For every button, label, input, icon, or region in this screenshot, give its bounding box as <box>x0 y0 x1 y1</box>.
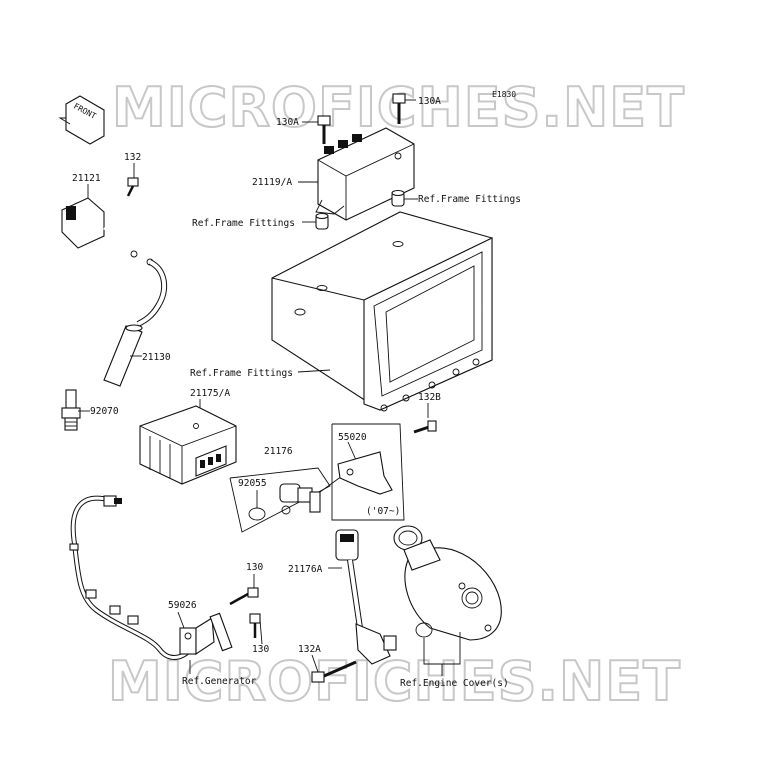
bolt-130a-left-icon <box>302 115 331 144</box>
label-21176: 21176 <box>264 446 293 457</box>
bolt-130-lower-icon <box>249 613 261 638</box>
o-ring-92055-icon <box>248 490 266 521</box>
label-ref-engine: Ref.Engine Cover(s) <box>400 678 509 689</box>
sensor-21176a-icon <box>335 529 397 665</box>
bracket-55020-icon <box>337 451 393 495</box>
diagram-code: E1830 <box>492 90 516 99</box>
ignition-coil-icon <box>61 197 154 266</box>
harness-clamps-icon <box>69 543 139 625</box>
label-21119a: 21119/A <box>252 177 292 188</box>
generator-harness <box>70 495 192 660</box>
label-130a-right: 130A <box>418 96 441 107</box>
label-130-lower: 130 <box>252 644 269 655</box>
label-ref-generator: Ref.Generator <box>182 676 257 687</box>
label-59026: 59026 <box>168 600 197 611</box>
label-132b: 132B <box>418 392 441 403</box>
label-21175a: 21175/A <box>190 388 230 399</box>
o-ring-cover-icon <box>415 622 433 638</box>
label-55020: 55020 <box>338 432 367 443</box>
label-132a: 132A <box>298 644 321 655</box>
bolt-132b-icon <box>413 420 437 434</box>
bolt-132-icon <box>126 177 139 197</box>
cdi-unit-icon <box>315 127 415 221</box>
bolt-132a-icon <box>311 660 357 683</box>
grommet-59026-icon <box>179 612 233 656</box>
label-130-upper: 130 <box>246 562 263 573</box>
harness-connector-icon <box>103 495 122 507</box>
speed-sensor-icon <box>279 483 321 515</box>
label-132-top: 132 <box>124 152 141 163</box>
regulator-icon <box>139 405 237 485</box>
label-21176a: 21176A <box>288 564 323 575</box>
spark-plug-cap-icon <box>103 324 143 387</box>
label-07: ('07~) <box>366 506 400 517</box>
collar-right-icon <box>391 189 405 207</box>
bolt-130-upper-icon <box>229 587 259 606</box>
battery-box-icon <box>271 211 493 412</box>
spark-plug-icon <box>61 389 81 431</box>
label-92070: 92070 <box>90 406 119 417</box>
label-130a-left: 130A <box>276 117 299 128</box>
label-92055: 92055 <box>238 478 267 489</box>
label-ref-frame-3: Ref.Frame Fittings <box>190 368 293 379</box>
engine-cover-icon <box>393 525 502 641</box>
label-21121: 21121 <box>72 173 101 184</box>
watermark-bottom: MICROFICHES.NET <box>108 650 681 713</box>
label-ref-frame-1: Ref.Frame Fittings <box>418 194 521 205</box>
label-ref-frame-2: Ref.Frame Fittings <box>192 218 295 229</box>
collar-left-icon <box>315 212 329 230</box>
bolt-130a-right-icon <box>392 93 416 124</box>
label-21130: 21130 <box>142 352 171 363</box>
front-arrow-icon: FRONT <box>58 95 105 145</box>
